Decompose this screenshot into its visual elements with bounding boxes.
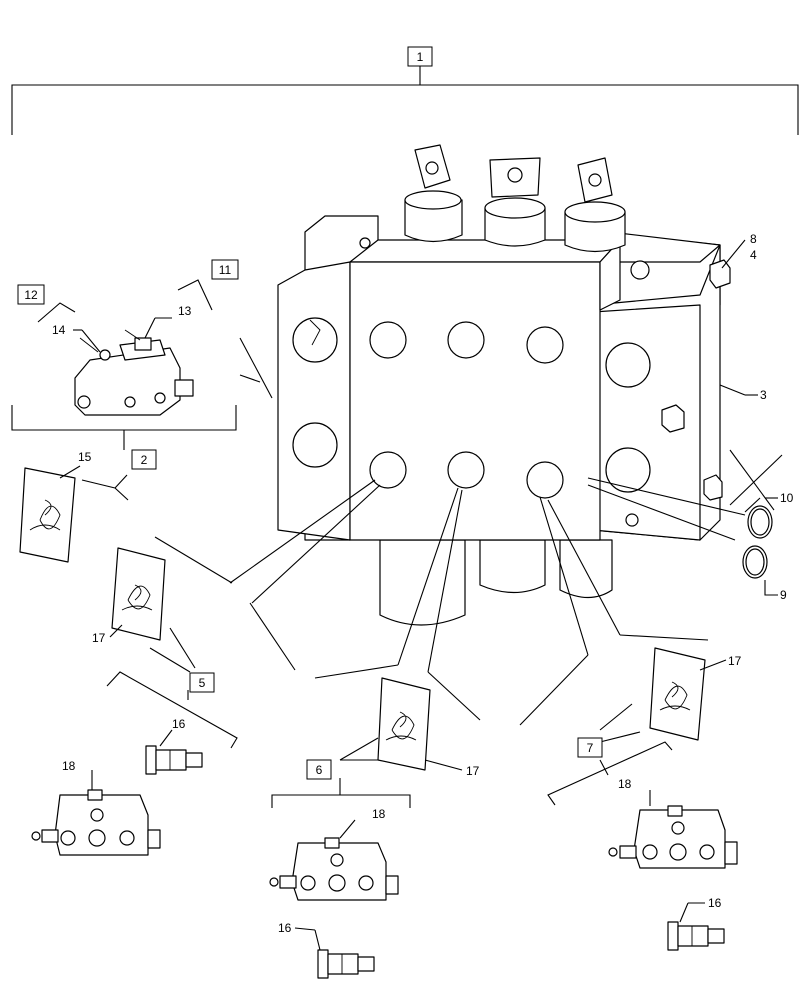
callout-5[interactable]: 5 [189, 672, 215, 693]
relief-valve-assembly [73, 317, 194, 416]
label-17b: 17 [466, 764, 480, 778]
seal-kit-bag-17a [111, 547, 166, 641]
svg-text:7: 7 [587, 741, 594, 755]
label-16c: 16 [708, 896, 722, 910]
valve-section-18a [31, 770, 161, 856]
valve-section-18c [608, 790, 738, 869]
seal-kit-bag-17b [377, 677, 431, 771]
svg-text:11: 11 [219, 263, 232, 277]
svg-text:5: 5 [199, 676, 206, 690]
label-18c: 18 [618, 777, 632, 791]
label-15: 15 [78, 450, 92, 464]
valve-body [277, 144, 731, 626]
o-ring-9 [742, 545, 768, 579]
callout-7[interactable]: 7 [577, 737, 603, 758]
seal-kit-bag-15 [19, 467, 76, 563]
label-leaders [59, 394, 758, 771]
callout-1[interactable]: 1 [407, 46, 433, 67]
svg-text:1: 1 [417, 50, 424, 64]
label-18b: 18 [372, 807, 386, 821]
cartridge-16a [145, 729, 203, 775]
label-16a: 16 [172, 717, 186, 731]
valve-section-18b [269, 819, 399, 901]
label-13: 13 [178, 304, 192, 318]
callout-11[interactable]: 11 [211, 259, 239, 280]
label-14: 14 [52, 323, 66, 337]
svg-text:12: 12 [24, 288, 38, 302]
seal-kit-bag-17c [649, 647, 706, 741]
label-17a: 17 [92, 631, 106, 645]
label-10: 10 [780, 491, 794, 505]
label-16b: 16 [278, 921, 292, 935]
label-9: 9 [780, 588, 787, 602]
cartridge-16c [667, 902, 725, 951]
svg-text:2: 2 [141, 453, 148, 467]
label-18a: 18 [62, 759, 76, 773]
assembly-bracket [11, 66, 799, 135]
svg-text:6: 6 [316, 763, 323, 777]
label-3: 3 [760, 388, 767, 402]
cartridge-16b [294, 927, 375, 979]
callout-12[interactable]: 12 [17, 284, 45, 305]
leader-lines [11, 239, 783, 808]
label-8: 8 [750, 232, 757, 246]
label-4: 4 [750, 248, 757, 262]
label-17c: 17 [728, 654, 742, 668]
o-ring-10 [747, 505, 773, 539]
callout-2[interactable]: 2 [131, 449, 157, 470]
callout-6[interactable]: 6 [306, 759, 332, 780]
